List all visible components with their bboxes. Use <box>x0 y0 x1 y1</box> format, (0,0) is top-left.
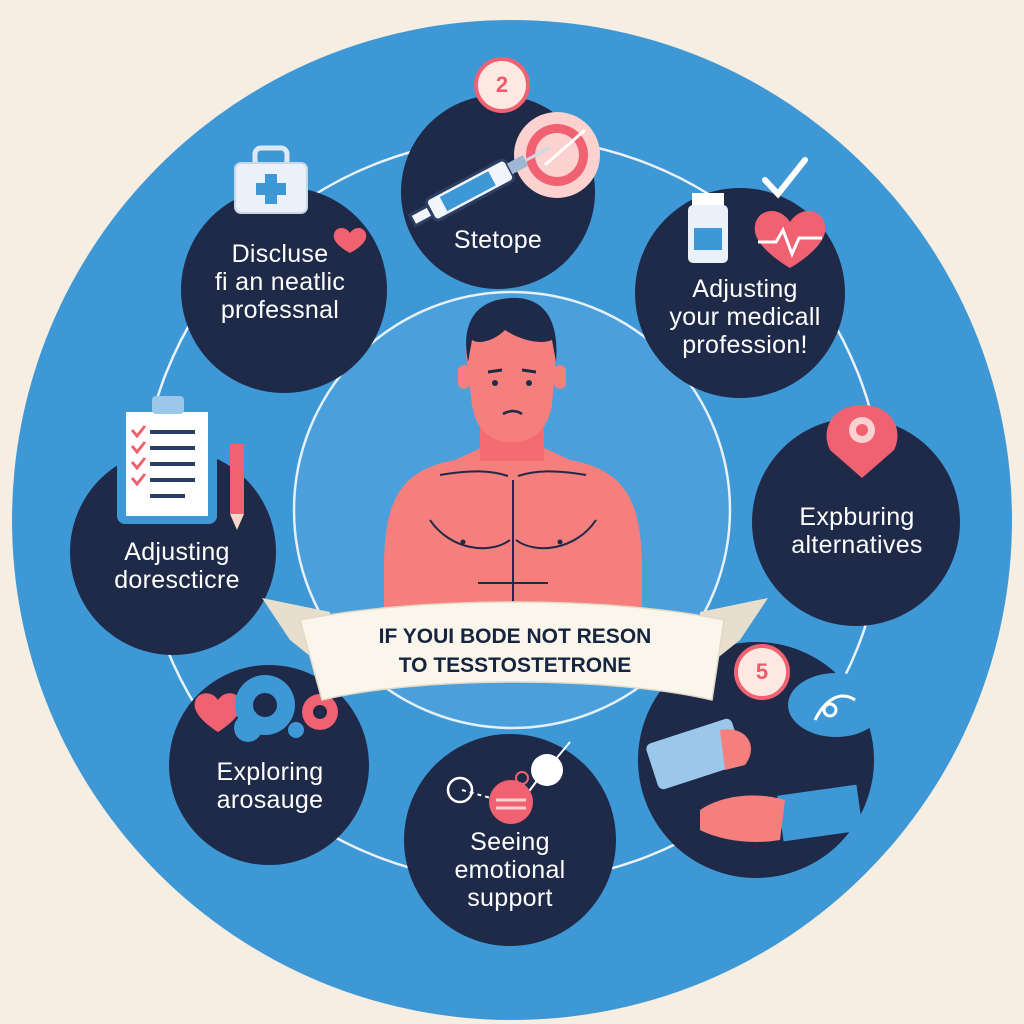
node-label-lower-left: Exploring arosauge <box>180 758 360 814</box>
medical-bag-icon <box>234 145 308 214</box>
node-label-left: Adjusting dorescticre <box>82 538 272 594</box>
node-right <box>752 418 960 626</box>
handshake-icon <box>646 673 884 842</box>
node-upper-left-line-3: professnal <box>220 296 340 324</box>
heart-pill-icon <box>688 157 826 268</box>
banner-title-line-2: TO TESSTOSTETRONE <box>398 654 632 678</box>
node-upper-right-line-3: profession! <box>682 331 808 359</box>
node-lower-left-line-2: arosauge <box>216 786 324 814</box>
gears-people-icon <box>194 675 338 742</box>
node-label-upper-right: Adjusting your medicall profession! <box>640 275 850 359</box>
syringe-icon <box>407 112 600 228</box>
small-heart-icon <box>333 227 367 253</box>
node-upper-left-line-2: fi an neatlic <box>214 268 346 296</box>
node-left-line-1: Adjusting <box>124 538 230 566</box>
clipboard-checklist-icon <box>117 396 244 530</box>
node-upper-left-line-1: Disclusе <box>231 240 329 268</box>
node-right-line-2: alternatives <box>791 531 923 559</box>
node-bottom <box>404 734 616 946</box>
node-upper-right-line-2: your medicall <box>669 303 821 331</box>
badge-5-number: 5 <box>755 659 769 684</box>
person-figure <box>384 297 642 615</box>
banner-title: IF YOUI BODE NOT RESON TO TESSTOSTETRONE <box>320 622 710 681</box>
location-pin-icon <box>826 405 898 478</box>
title-banner <box>262 598 768 701</box>
node-left-line-2: dorescticre <box>114 566 240 594</box>
node-lower-left-line-1: Exploring <box>216 758 324 786</box>
node-label-right: Expburing alternatives <box>752 503 962 559</box>
badge-2-number: 2 <box>495 72 509 97</box>
node-label-bottom: Seeing emotional support <box>420 828 600 912</box>
banner-title-line-1: IF YOUI BODE NOT RESON <box>378 625 652 648</box>
badge-2 <box>474 57 530 113</box>
badge-5 <box>734 644 790 700</box>
node-bottom-line-3: support <box>467 884 553 912</box>
node-label-upper-left: Disclusе fi an neatlic professnal <box>180 240 380 324</box>
network-nodes-icon <box>446 741 571 824</box>
node-bottom-line-2: emotional <box>454 856 566 884</box>
node-top-line-1: Stetope <box>453 226 543 254</box>
node-bottom-line-1: Seeing <box>470 828 550 856</box>
node-right-line-1: Expburing <box>799 503 915 531</box>
node-upper-right-line-1: Adjusting <box>692 275 798 303</box>
node-label-top: Stetope <box>418 226 578 254</box>
